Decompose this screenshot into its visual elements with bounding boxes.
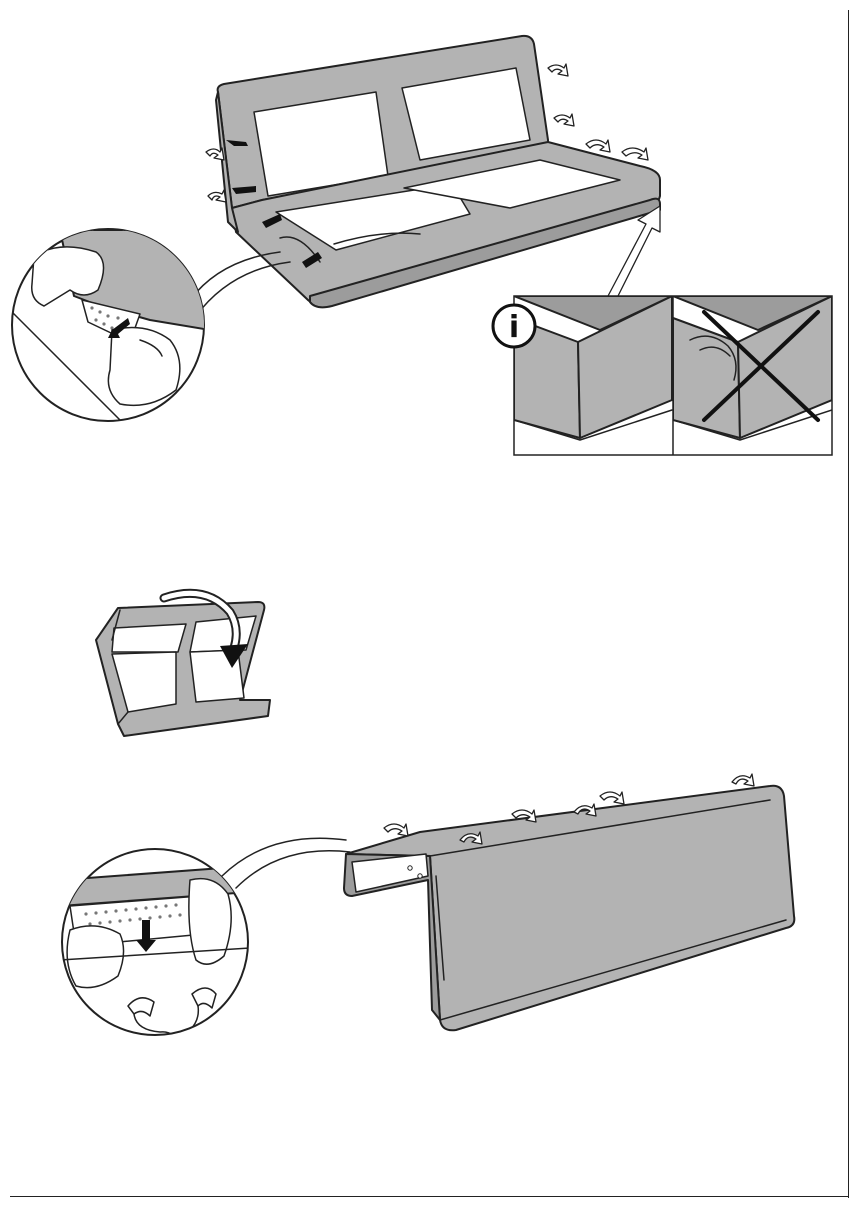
info-panel: i — [493, 296, 832, 455]
folding-frame-illustration — [96, 593, 270, 736]
sofa-frame-illustration — [206, 36, 660, 307]
callout-line-2 — [222, 838, 350, 888]
svg-text:i: i — [509, 310, 519, 345]
detail-circle-hands-pull — [12, 229, 210, 421]
backrest-cover-illustration — [344, 774, 794, 1030]
info-icon: i — [493, 305, 535, 347]
detail-circle-velcro — [60, 849, 250, 1050]
